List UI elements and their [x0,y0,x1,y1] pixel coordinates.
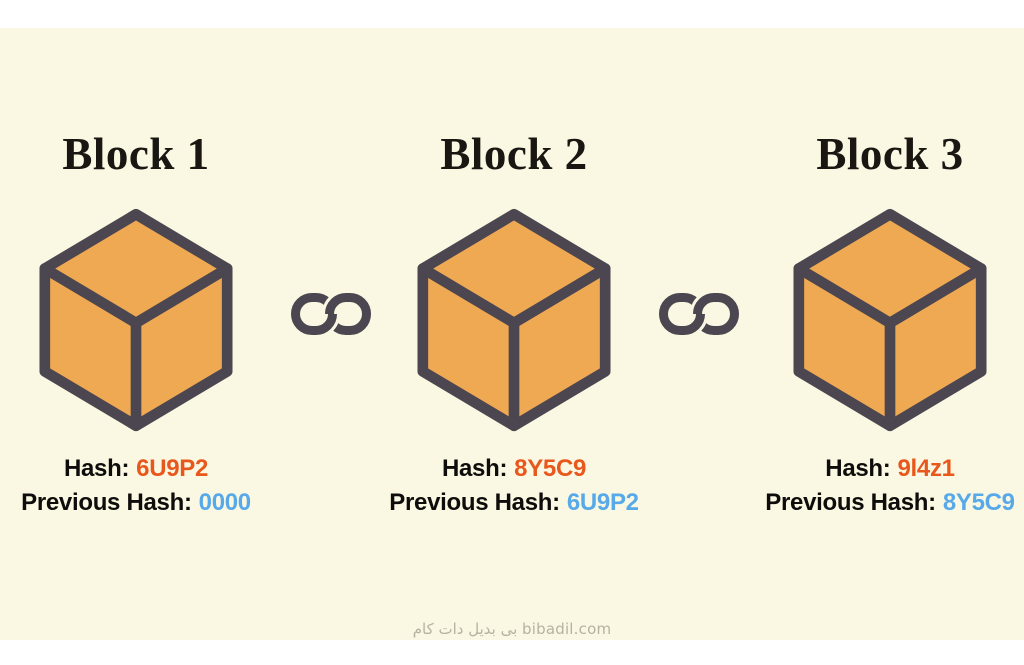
hash-value: 6U9P2 [136,455,209,482]
cube-icon [793,208,987,432]
hash-line: Hash:9l4z1 [740,452,1024,486]
hash-label: Hash: [825,455,891,482]
watermark-text: بی بدیل دات کام bibadil.com [412,620,612,638]
block-3-group: Block 3 Hash:9l4z1 Previous Hash:8Y5C9 [740,0,1024,665]
block-2-hashes: Hash:8Y5C9 Previous Hash:6U9P2 [364,452,664,520]
previous-hash-value: 8Y5C9 [942,489,1015,516]
block-3-title: Block 3 [816,129,964,179]
previous-hash-value: 6U9P2 [566,489,639,516]
block-2-group: Block 2 Hash:8Y5C9 Previous Hash:6U9P2 [364,0,664,665]
previous-hash-value: 0000 [198,489,252,516]
previous-hash-label: Previous Hash: [21,489,192,516]
previous-hash-label: Previous Hash: [765,489,936,516]
hash-line: Hash:8Y5C9 [364,452,664,486]
hash-value: 8Y5C9 [514,455,587,482]
cube-icon [417,208,611,432]
chain-link-icon [291,293,371,335]
hash-value: 9l4z1 [897,455,955,482]
hash-label: Hash: [63,455,130,482]
previous-hash-label: Previous Hash: [389,489,560,516]
block-1-hashes: Hash:6U9P2 Previous Hash:0000 [0,452,286,520]
previous-hash-line: Previous Hash:8Y5C9 [740,486,1024,520]
block-3-hashes: Hash:9l4z1 Previous Hash:8Y5C9 [740,452,1024,520]
hash-line: Hash:6U9P2 [0,452,286,486]
block-1-group: Block 1 Hash:6U9P2 Previous Hash:0000 [0,0,286,665]
previous-hash-line: Previous Hash:0000 [0,486,286,520]
block-2-title: Block 2 [440,129,588,179]
cube-icon [39,208,233,432]
chain-link-icon [659,293,739,335]
hash-label: Hash: [441,455,508,482]
block-1-title: Block 1 [62,129,210,179]
previous-hash-line: Previous Hash:6U9P2 [364,486,664,520]
